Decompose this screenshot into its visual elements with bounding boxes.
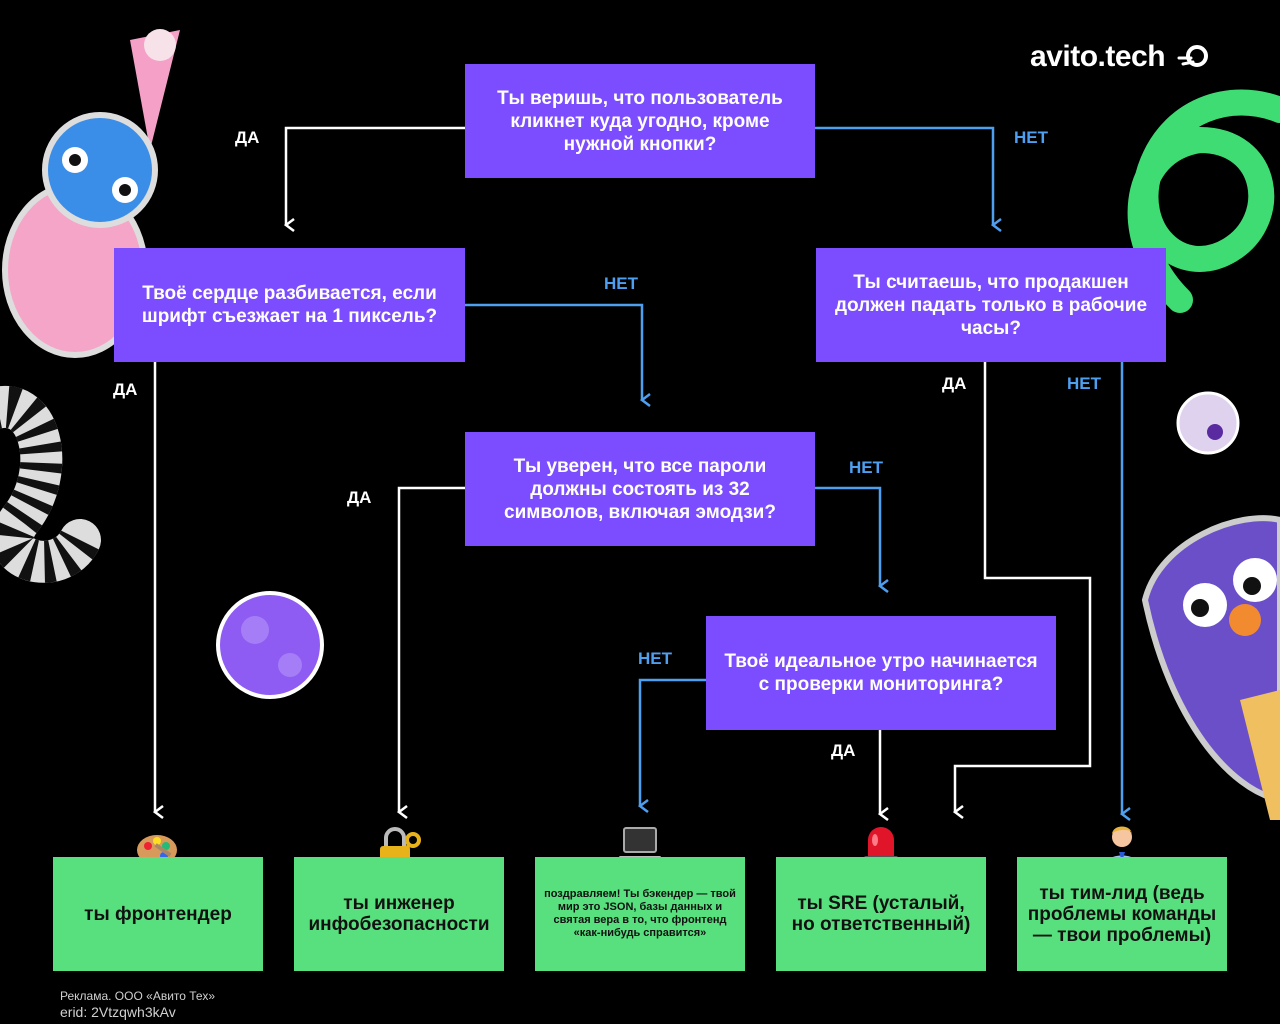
label-q1-no: НЕТ [1014, 128, 1048, 147]
erid-text: erid: 2Vtzqwh3kAv [60, 1004, 176, 1020]
decoration-green-coil [1127, 89, 1280, 313]
answer-teamlead-text: ты тим-лид (ведь проблемы команды — твои… [1027, 882, 1217, 946]
arrow-q4-no [815, 486, 880, 586]
label-q3-no: НЕТ [1067, 374, 1101, 393]
decoration-owl [1141, 515, 1280, 820]
arrow-q1-no [815, 126, 993, 225]
answer-sre: ты SRE (усталый, но ответственный) [776, 857, 986, 971]
question-q4-text: Ты уверен, что все пароли должны состоят… [504, 455, 776, 523]
question-q3: Ты считаешь, что продакшен должен падать… [816, 248, 1166, 362]
label-q4-yes: ДА [347, 488, 372, 507]
brand-logo-text: avito.tech [1030, 40, 1166, 73]
ad-text: Реклама. ООО «Авито Тех» [60, 989, 216, 1003]
question-q2-text: Твоё сердце разбивается, если шрифт съез… [141, 283, 438, 327]
label-q2-yes: ДА [113, 380, 138, 399]
decoration-gopher [2, 29, 180, 358]
answer-backend: поздравляем! Ты бэкендер — твой мир это … [535, 857, 745, 971]
answer-infosec-text: ты инженер инфобезопасности [308, 893, 490, 935]
arrow-q4-yes [399, 486, 465, 812]
arrow-q5-no [640, 678, 706, 806]
question-q2: Твоё сердце разбивается, если шрифт съез… [114, 248, 465, 362]
label-q2-no: НЕТ [604, 274, 638, 293]
decoration-purple-planet [216, 591, 324, 699]
decoration-striped-shape [0, 386, 101, 583]
question-q1: Ты веришь, что пользователь кликнет куда… [465, 64, 815, 178]
label-q5-no: НЕТ [638, 649, 672, 668]
question-q1-text: Ты веришь, что пользователь кликнет куда… [497, 87, 783, 155]
label-q4-no: НЕТ [849, 458, 883, 477]
answer-backend-text: поздравляем! Ты бэкендер — твой мир это … [544, 888, 736, 939]
logo-swirl-icon [1177, 45, 1208, 67]
answer-frontend: ты фронтендер [53, 857, 263, 971]
answer-frontend-text: ты фронтендер [84, 903, 232, 925]
answer-infosec: ты инженер инфобезопасности [294, 857, 504, 971]
question-q4: Ты уверен, что все пароли должны состоят… [465, 432, 815, 546]
arrow-q2-no [465, 303, 642, 400]
answer-teamlead: ты тим-лид (ведь проблемы команды — твои… [1017, 857, 1227, 971]
brand-logo: avito.tech [1030, 40, 1211, 74]
question-q5-text: Твоё идеальное утро начинается с проверк… [724, 651, 1038, 695]
decoration-small-orb [1176, 391, 1240, 455]
ad-disclaimer: Реклама. ООО «Авито Тех» erid: 2Vtzqwh3k… [60, 988, 215, 1020]
arrow-q1-yes [286, 126, 465, 225]
question-q5: Твоё идеальное утро начинается с проверк… [706, 616, 1056, 730]
answer-sre-text: ты SRE (усталый, но ответственный) [791, 893, 971, 935]
arrow-q3-yes [955, 362, 1092, 812]
label-q5-yes: ДА [831, 741, 856, 760]
label-q3-yes: ДА [942, 374, 967, 393]
question-q3-text: Ты считаешь, что продакшен должен падать… [834, 271, 1148, 339]
label-q1-yes: ДА [235, 128, 260, 147]
